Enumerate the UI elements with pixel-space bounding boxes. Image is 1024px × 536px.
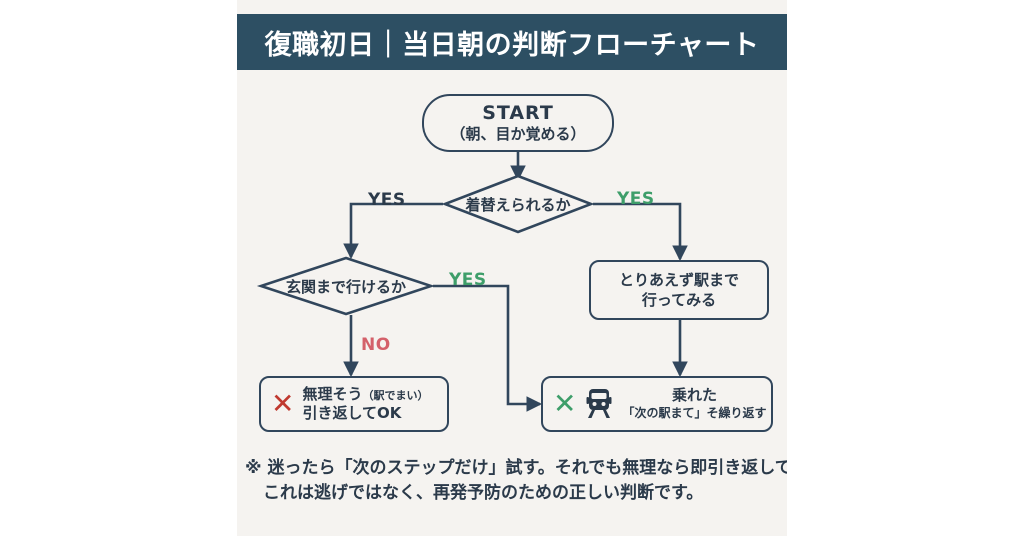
edge-label-yes-middle: YES (449, 270, 487, 290)
decision-node-reach-entrance: 玄関まで行けるか (256, 256, 436, 316)
footer-note: ※ 迷ったら「次のステップだけ」試す。それでも無理なら即引き返して これは逃げで… (245, 456, 787, 505)
action-line-1: とりあえず駅まで (618, 270, 739, 289)
edge-label-yes-left: YES (368, 190, 406, 210)
result-line-2: 「次の駅まて」そ繰り返す (622, 405, 767, 420)
cross-icon: ✕ (553, 387, 577, 420)
result-text-group: 無理そう（駅でまい） 引き返してOK (302, 385, 428, 424)
cross-icon: ✕ (271, 387, 295, 420)
edge-label-yes-right: YES (617, 189, 655, 209)
action-node-go-to-station: とりあえず駅まで 行ってみる (589, 260, 769, 320)
title-bar: 復職初日｜当日朝の判断フローチャート (237, 14, 787, 70)
diamond-shape (256, 256, 436, 316)
flowchart-card: 復職初日｜当日朝の判断フローチャート START （朝、目か覚める） (237, 0, 787, 536)
decision-1-label: 着替えられるか (465, 195, 571, 214)
result-line-1-main: 無理そう (302, 384, 363, 403)
start-sublabel: （朝、目か覚める） (450, 124, 586, 143)
action-line-2: 行ってみる (641, 291, 717, 309)
decision-node-change-clothes: 着替えられるか (441, 174, 595, 234)
start-label: START (482, 102, 554, 125)
page-title: 復職初日｜当日朝の判断フローチャート (264, 29, 760, 61)
result-node-boarded: ✕ 乗れた 「次の駅まて」そ繰り返す (541, 376, 773, 432)
result-node-turn-back: ✕ 無理そう（駅でまい） 引き返してOK (259, 376, 449, 432)
result-line-1: 乗れた (671, 386, 717, 405)
start-node: START （朝、目か覚める） (422, 94, 614, 152)
footer-line-1: ※ 迷ったら「次のステップだけ」試す。それでも無理なら即引き返して (245, 458, 787, 478)
train-icon (584, 388, 614, 420)
result-line-2: 引き返してOK (302, 404, 402, 422)
diamond-shape (441, 174, 595, 234)
footer-line-2: これは逃げではなく、再発予防のための正しい判断です。 (263, 482, 704, 503)
result-line-1-note: （駅でまい） (362, 388, 429, 402)
decision-2-label: 玄関まで行けるか (285, 277, 406, 296)
result-line-1: 無理そう（駅でまい） (302, 385, 428, 405)
edge-label-no: NO (361, 335, 391, 355)
train-glyph (586, 389, 612, 418)
result-text-group: 乗れた 「次の駅まて」そ繰り返す (622, 386, 766, 421)
